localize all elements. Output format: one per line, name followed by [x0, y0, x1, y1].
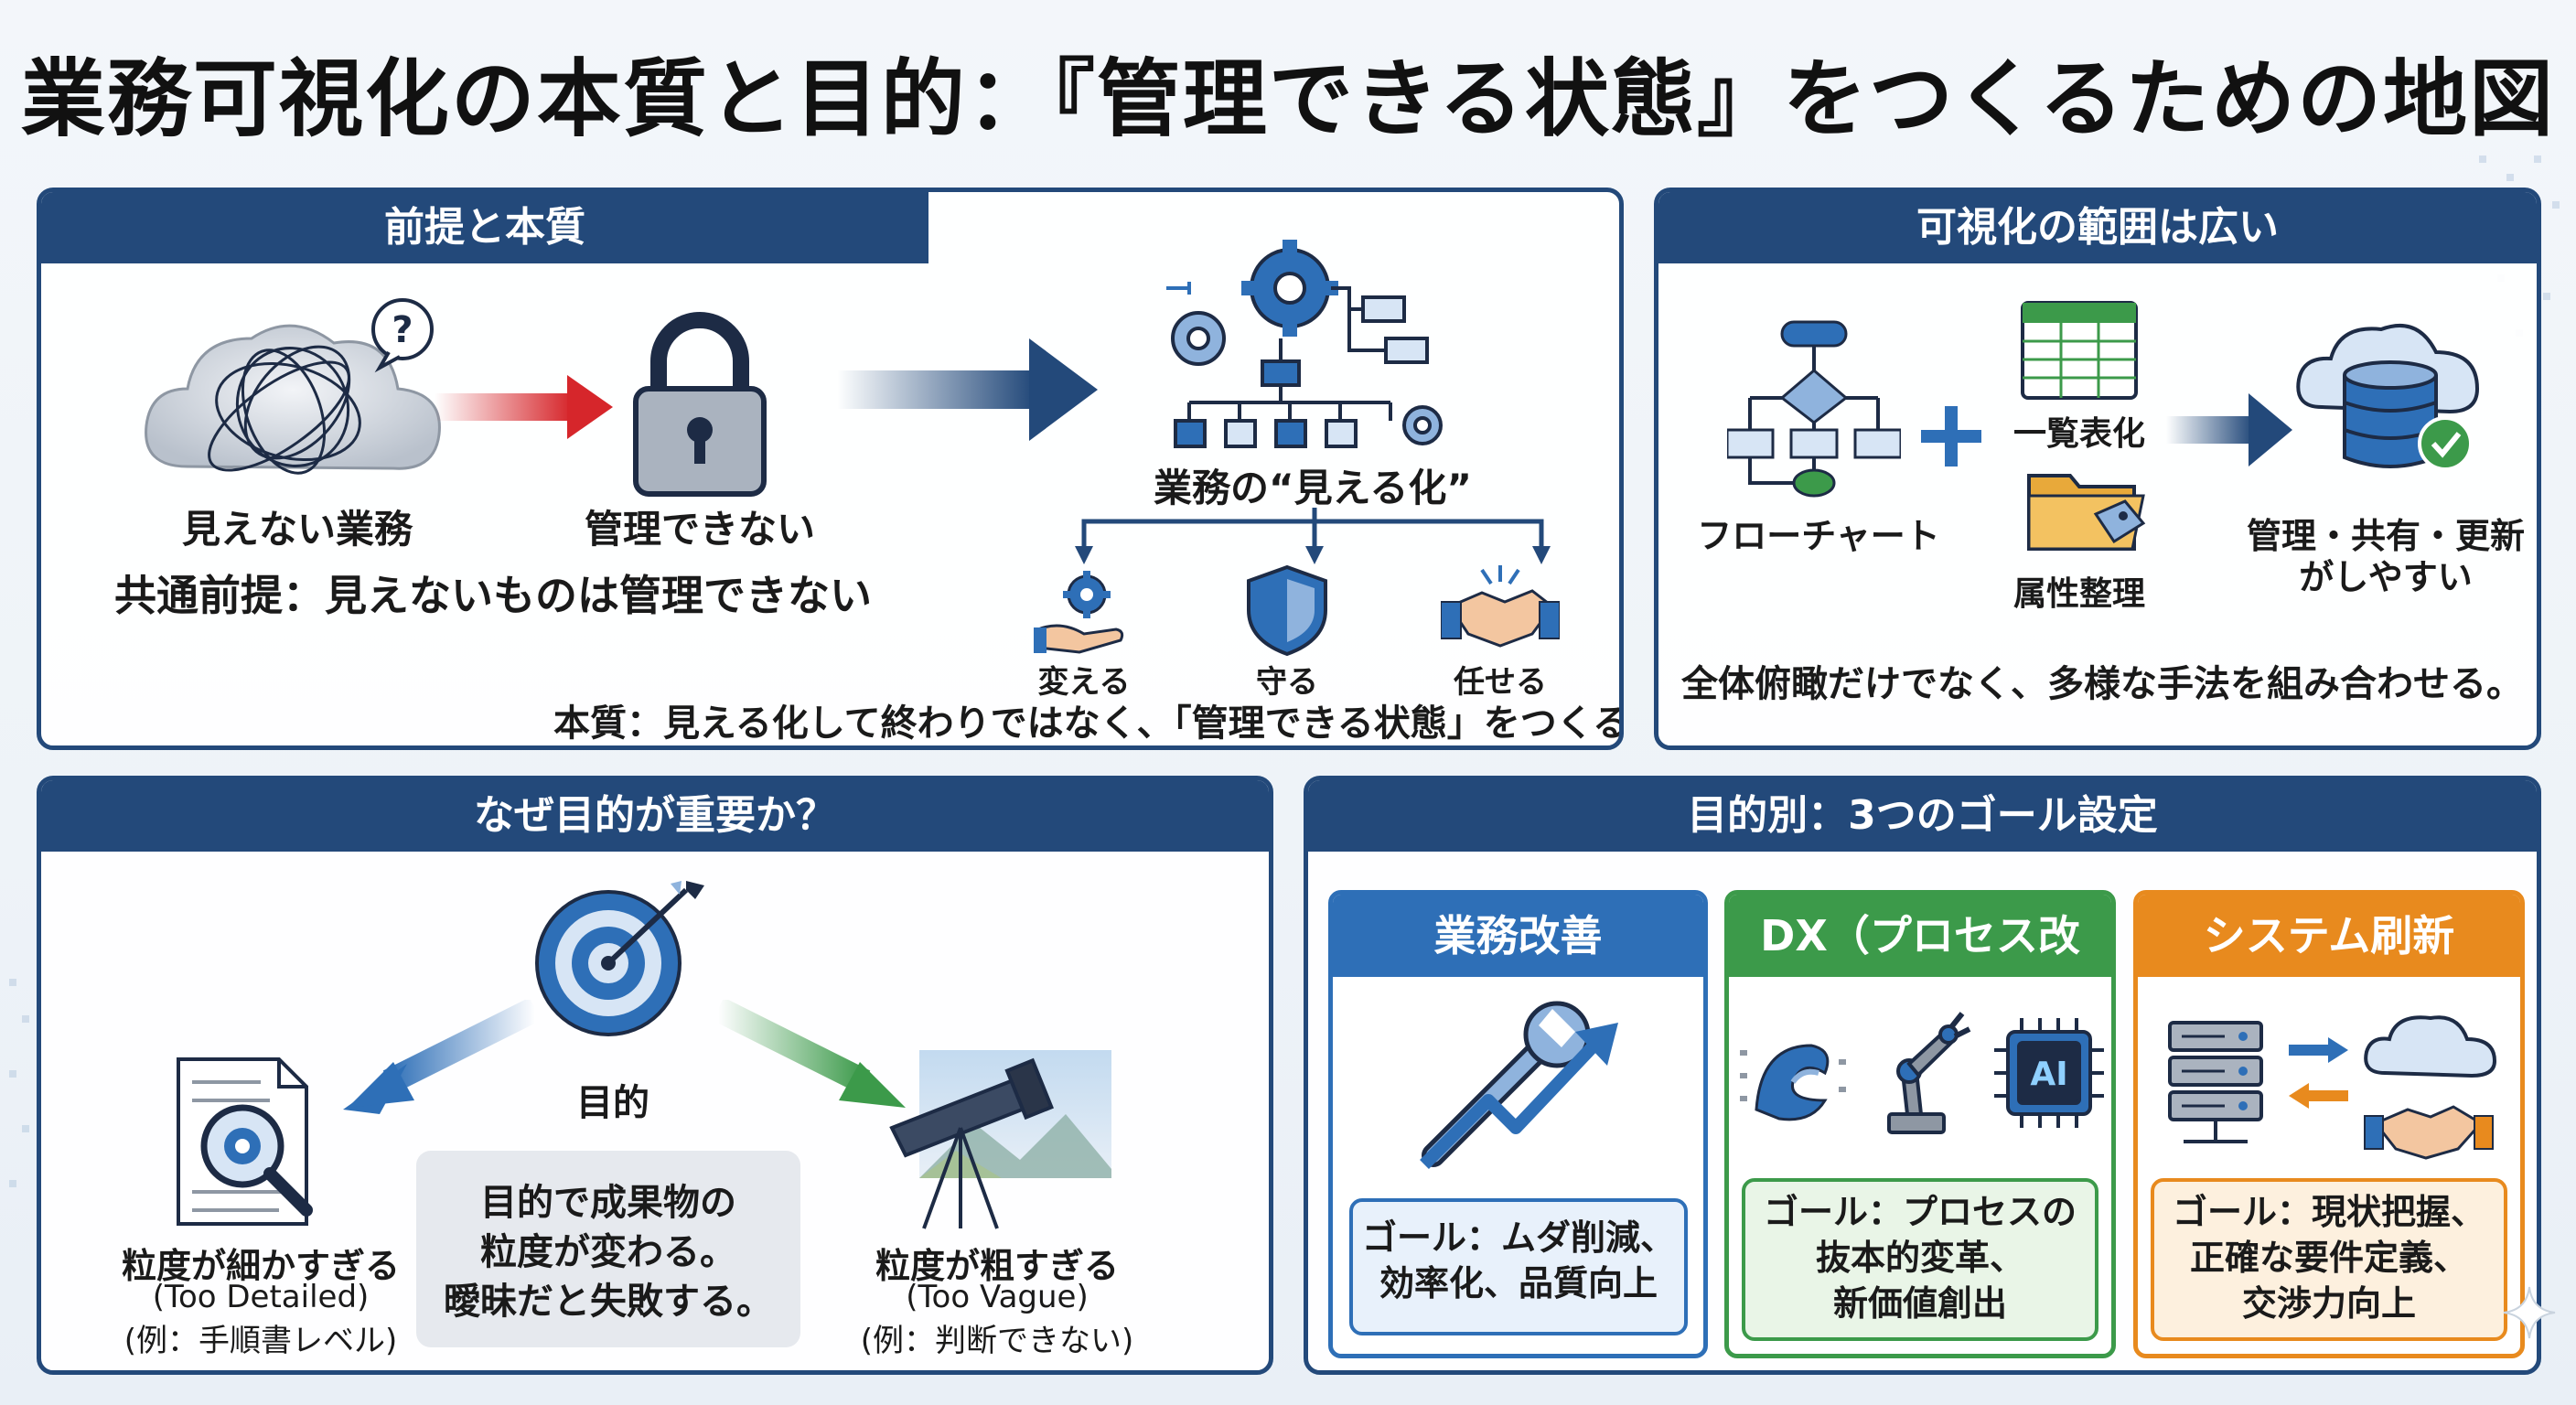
page-title: 業務可視化の本質と目的：『管理できる状態』をつくるための地図: [20, 50, 2556, 148]
goal-description-box: ゴール：プロセスの 抜本的変革、 新価値創出: [1742, 1178, 2098, 1341]
telescope-icon: [889, 1050, 1111, 1229]
list-label: 一覧表化: [2012, 415, 2145, 453]
purpose-label: 目的: [576, 1082, 649, 1124]
branch-arrows: [1075, 508, 1551, 564]
goal-line-2: 効率化、品質向上: [1379, 1263, 1658, 1303]
goal-card-dx: DX（プロセス改革） AI ゴール：プロセスの: [1724, 890, 2116, 1358]
visualization-label: 業務の“見える化”: [1154, 466, 1472, 510]
note-line-3: 曖昧だと失敗する。: [444, 1281, 773, 1323]
goal-title: システム刷新: [2138, 895, 2520, 977]
blue-arrow-icon: [343, 1000, 542, 1114]
cannot-manage-label: 管理できない: [584, 507, 815, 552]
server-cloud-exchange-icon: [2168, 1015, 2497, 1160]
svg-text:?: ?: [392, 309, 413, 351]
note-line-2: 粒度が変わる。: [480, 1231, 736, 1273]
goal-line-1: ゴール：現状把握、: [2172, 1192, 2485, 1232]
panel-heading: 可視化の範囲は広い: [1658, 192, 2537, 263]
green-arrow-icon: [712, 1000, 906, 1108]
ai-chip-text: AI: [2030, 1056, 2067, 1093]
shield-icon: [1247, 564, 1327, 657]
goal-line-1: ゴール：ムダ削減、: [1361, 1217, 1675, 1258]
handshake-icon: [1441, 565, 1560, 648]
document-magnifier-icon: [177, 1057, 313, 1226]
too-detailed-label: 粒度が細かすぎる: [121, 1246, 400, 1286]
goal-card-system: システム刷新 ゴール：現状把握、 正確な要件定義、 交渉力向上: [2133, 890, 2525, 1358]
goal-description-box: ゴール：ムダ削減、 効率化、品質向上: [1349, 1198, 1688, 1335]
goal-line-3: 交渉力向上: [2241, 1283, 2416, 1324]
common-premise-text: 共通前提：見えないものは管理できない: [114, 571, 872, 620]
essence-text: 本質：見える化して終わりではなく、「管理できる状態」をつくる: [553, 702, 1624, 745]
database-cloud-check-icon: [2296, 324, 2480, 471]
tangled-cloud-icon: ?: [145, 298, 441, 475]
sparkle-icon: [2503, 1286, 2556, 1339]
goal-line-3: 新価値創出: [1832, 1283, 2007, 1324]
panel-heading: なぜ目的が重要か？: [41, 780, 1269, 852]
ai-chip-icon: AI: [1994, 1018, 2104, 1128]
wrench-chart-icon: [1420, 1001, 1618, 1169]
result-line-2: がしやすい: [2299, 557, 2473, 597]
purpose-note-box: 目的で成果物の 粒度が変わる。 曖昧だと失敗する。: [416, 1151, 800, 1347]
result-line-1: 管理・共有・更新: [2246, 516, 2525, 556]
too-vague-example: (例：判断できない): [860, 1323, 1134, 1359]
plus-icon: [1921, 406, 1981, 467]
robot-arm-icon: [1887, 1012, 1971, 1134]
target-icon: [535, 881, 704, 1036]
benefit-delegate-label: 任せる: [1454, 664, 1547, 701]
navy-arrow-icon: [2166, 393, 2292, 467]
panel-heading: 前提と本質: [41, 192, 928, 263]
goal-line-2: 正確な要件定義、: [2189, 1238, 2468, 1278]
goal-title: 業務改善: [1333, 895, 1703, 977]
goal-description-box: ゴール：現状把握、 正確な要件定義、 交渉力向上: [2151, 1178, 2507, 1341]
hand-gear-icon: [1034, 571, 1124, 654]
too-vague-en: (Too Vague): [906, 1279, 1089, 1315]
goal-line-2: 抜本的変革、: [1815, 1238, 2024, 1278]
goals-panel: 目的別：3つのゴール設定 業務改善 ゴール：ムダ削減、 効率化、品質向上 DX（…: [1304, 776, 2541, 1375]
scope-summary-text: 全体俯瞰だけでなく、多様な手法を組み合わせる。: [1681, 663, 2523, 705]
wave-digital-icon: [1740, 1044, 1846, 1121]
padlock-icon: [633, 312, 767, 497]
spreadsheet-icon: [2021, 301, 2138, 400]
visualization-scope-panel: 可視化の範囲は広い フローチャート 一覧表化 属性整理: [1654, 188, 2541, 750]
benefit-protect-label: 守る: [1256, 664, 1318, 701]
panel-heading: 目的別：3つのゴール設定: [1308, 780, 2537, 852]
navy-arrow-icon: [837, 338, 1098, 441]
too-vague-label: 粒度が粗すぎる: [875, 1246, 1119, 1286]
note-line-1: 目的で成果物の: [480, 1182, 736, 1224]
goal-line-1: ゴール：プロセスの: [1763, 1192, 2077, 1232]
benefit-change-label: 変える: [1037, 664, 1131, 701]
gears-org-chart-icon: [1166, 240, 1443, 448]
why-purpose-panel: なぜ目的が重要か？ 目的 粒度が細かすぎる (Too Detailed) (例：…: [37, 776, 1273, 1375]
red-arrow-icon: [435, 375, 613, 439]
goal-title: DX（プロセス改革）: [1729, 895, 2111, 1043]
attribute-label: 属性整理: [2012, 575, 2145, 613]
too-detailed-en: (Too Detailed): [152, 1279, 370, 1315]
invisible-work-label: 見えない業務: [181, 507, 413, 552]
too-detailed-example: (例：手順書レベル): [123, 1323, 398, 1359]
flowchart-icon: [1727, 320, 1901, 498]
premise-essence-panel: 前提と本質 ? 見えない業務 管理できない 共通前提：見えないものは管理できない: [37, 188, 1624, 750]
folder-tag-icon: [2027, 474, 2146, 551]
goal-card-improvement: 業務改善 ゴール：ムダ削減、 効率化、品質向上: [1328, 890, 1708, 1358]
flowchart-label: フローチャート: [1697, 516, 1940, 556]
background-pattern: [9, 979, 29, 1187]
